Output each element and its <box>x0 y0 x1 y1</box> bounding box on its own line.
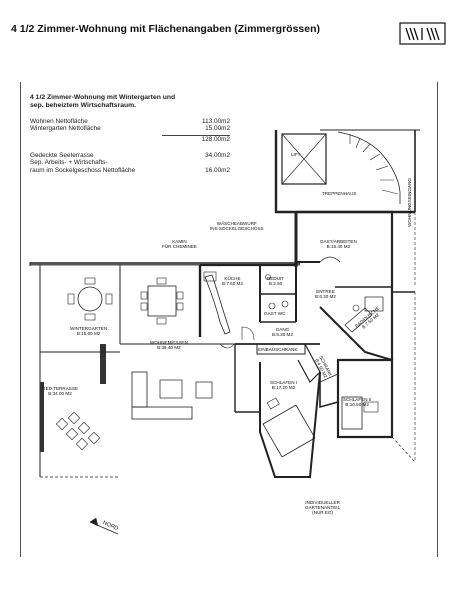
area-row: Gedeckte Seeterrasse 34.00m2 <box>30 151 230 159</box>
area-total: 128.00m2 <box>162 135 230 145</box>
area-row: raum im Sockelgeschoss Nettofläche 16.00… <box>30 166 230 174</box>
room-label-lift: LIFT <box>291 152 301 157</box>
area-row: Wintergarten Nettofläche 15.00m2 <box>30 125 230 132</box>
room-label-treppenhaus: TREPPENHAUS <box>322 191 357 196</box>
area-table: 4 1/2 Zimmer-Wohnung mit Wintergarten un… <box>30 94 230 174</box>
room-label-terrasse: GED.TERRASSE B:34.00 M2 <box>42 386 78 397</box>
room-label-entree: ENTREE B:6.30 M2 <box>315 289 336 300</box>
room-label-gang: GANG B:5.30 M2 <box>272 327 293 338</box>
page-title: 4 1/2 Zimmer-Wohnung mit Flächenangaben … <box>11 23 321 35</box>
room-label-schlafen-2: SCHLAFEN II B:10.50 M2 <box>343 397 372 408</box>
label-kamin: KAMIN FÜR CHEMINEE <box>162 239 197 250</box>
room-label-schlafen-1: SCHLAFEN I B:17.20 M2 <box>270 380 298 391</box>
label-waescheabwurf: WÄSCHEABWURF INS SOCKELGESCHOSS <box>210 221 264 232</box>
company-logo <box>399 22 446 45</box>
area-table-heading: 4 1/2 Zimmer-Wohnung mit Wintergarten un… <box>30 94 176 109</box>
room-label-gast-arbeiten: GAST/ARBEITEN B:15.40 M2 <box>320 239 357 250</box>
label-wohnungseingang: WOHNUNGSEINGANG <box>407 177 412 227</box>
room-label-gast-wc: GAST WC <box>264 311 286 316</box>
room-label-reduit: REDUIT B:2.60 <box>267 276 285 287</box>
walls <box>29 129 420 478</box>
label-gartenanteil: INDIVIDUELLER GARTENANTEIL (NUR EG) <box>305 500 341 516</box>
floor-plan-sheet: 4 1/2 Zimmer-Wohnung mit Wintergarten un… <box>20 82 438 557</box>
room-label-wohnen-essen: WOHNEN/ESSEN B:36.40 M2 <box>150 340 188 351</box>
area-row: Sep. Arbeits- + Wirtschafts- <box>30 159 108 167</box>
room-label-kueche: KÜCHE B:7.60 M2 <box>222 276 243 287</box>
floor-plan-drawing <box>20 82 438 557</box>
area-row: Wohnen Nettofläche 113.00m2 <box>30 117 230 125</box>
room-label-wintergarten: WINTERGARTEN B:15.00 M2 <box>70 326 108 337</box>
north-arrow-icon <box>89 517 119 535</box>
label-einbauschrank: EINBAUSCHRANK <box>258 347 298 352</box>
